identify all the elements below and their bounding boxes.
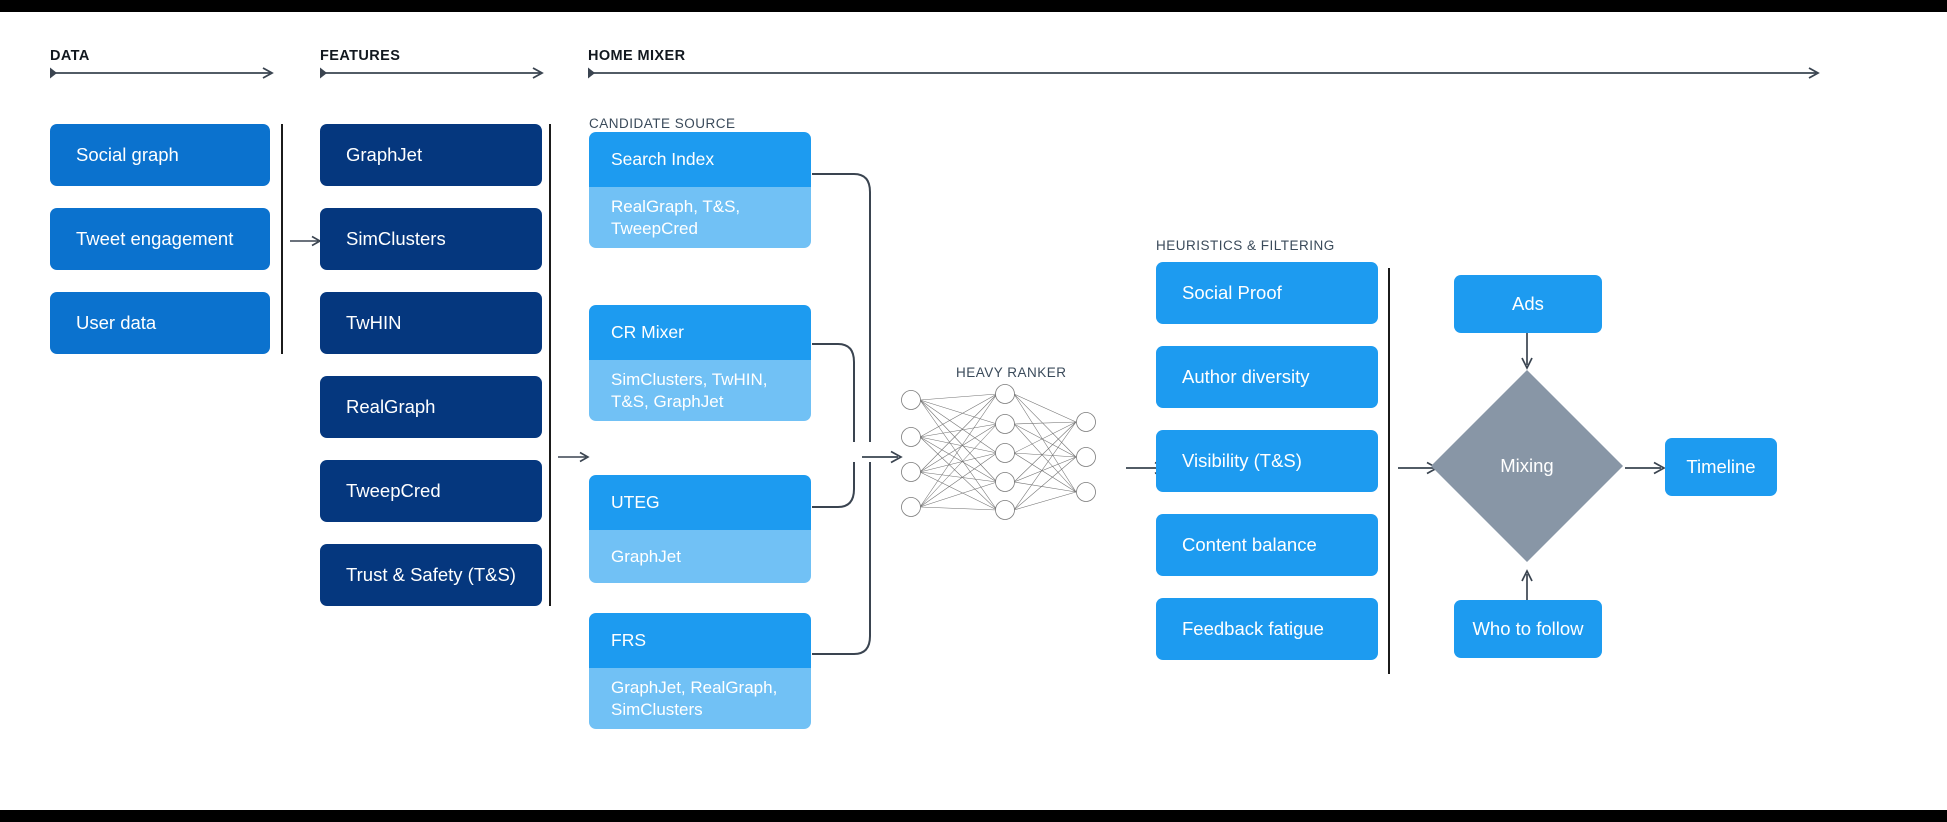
data-box-social-graph[interactable]: Social graph [50,124,270,186]
divider-features-homemixer [549,124,551,606]
candidate-source-card-uteg[interactable]: UTEG GraphJet [589,475,811,583]
candidate-source-title: FRS [589,613,811,668]
heuristic-box-feedback-fatigue[interactable]: Feedback fatigue [1156,598,1378,660]
candidate-source-features: RealGraph, T&S, TweepCred [589,187,811,248]
data-box-tweet-engagement[interactable]: Tweet engagement [50,208,270,270]
arrow-ads-to-mixing [1521,333,1533,370]
divider-data-features [281,124,283,354]
output-box-ads[interactable]: Ads [1454,275,1602,333]
candidate-source-features: SimClusters, TwHIN, T&S, GraphJet [589,360,811,421]
candidate-source-card-cr-mixer[interactable]: CR Mixer SimClusters, TwHIN, T&S, GraphJ… [589,305,811,421]
data-axis-arrow [50,67,274,79]
feature-box-graphjet[interactable]: GraphJet [320,124,542,186]
arrow-features-to-candidates [558,451,590,463]
feature-box-twhin[interactable]: TwHIN [320,292,542,354]
section-label-home-mixer: HOME MIXER [588,48,686,64]
candidate-source-features: GraphJet, RealGraph, SimClusters [589,668,811,729]
output-box-timeline[interactable]: Timeline [1665,438,1777,496]
feature-box-tweepcred[interactable]: TweepCred [320,460,542,522]
home-mixer-axis-arrow [588,67,1820,79]
divider-heuristics-output [1388,268,1390,674]
heuristic-box-visibility[interactable]: Visibility (T&S) [1156,430,1378,492]
sublabel-heavy-ranker: HEAVY RANKER [956,365,1067,380]
candidate-to-ranker-connectors [812,173,871,655]
features-axis-arrow [320,67,544,79]
arrow-candidates-to-ranker [862,450,903,464]
heuristic-box-social-proof[interactable]: Social Proof [1156,262,1378,324]
arrow-mixing-to-timeline [1625,461,1666,475]
sublabel-candidate-source: CANDIDATE SOURCE [589,116,736,131]
sublabel-heuristics: HEURISTICS & FILTERING [1156,238,1335,253]
candidate-source-features: GraphJet [589,530,811,583]
data-box-user-data[interactable]: User data [50,292,270,354]
section-label-data: DATA [50,48,90,64]
feature-box-realgraph[interactable]: RealGraph [320,376,542,438]
candidate-source-title: CR Mixer [589,305,811,360]
candidate-source-title: Search Index [589,132,811,187]
mixing-diamond[interactable] [1429,368,1625,564]
diagram-canvas: DATA FEATURES HOME MIXER CANDIDATE SOURC… [0,12,1947,810]
heuristic-box-content-balance[interactable]: Content balance [1156,514,1378,576]
feature-box-trust-safety[interactable]: Trust & Safety (T&S) [320,544,542,606]
output-box-who-to-follow[interactable]: Who to follow [1454,600,1602,658]
feature-box-simclusters[interactable]: SimClusters [320,208,542,270]
section-label-features: FEATURES [320,48,401,64]
candidate-source-card-search-index[interactable]: Search Index RealGraph, T&S, TweepCred [589,132,811,248]
heuristic-box-author-diversity[interactable]: Author diversity [1156,346,1378,408]
candidate-source-card-frs[interactable]: FRS GraphJet, RealGraph, SimClusters [589,613,811,729]
candidate-source-title: UTEG [589,475,811,530]
heavy-ranker-neural-network [901,384,1096,520]
